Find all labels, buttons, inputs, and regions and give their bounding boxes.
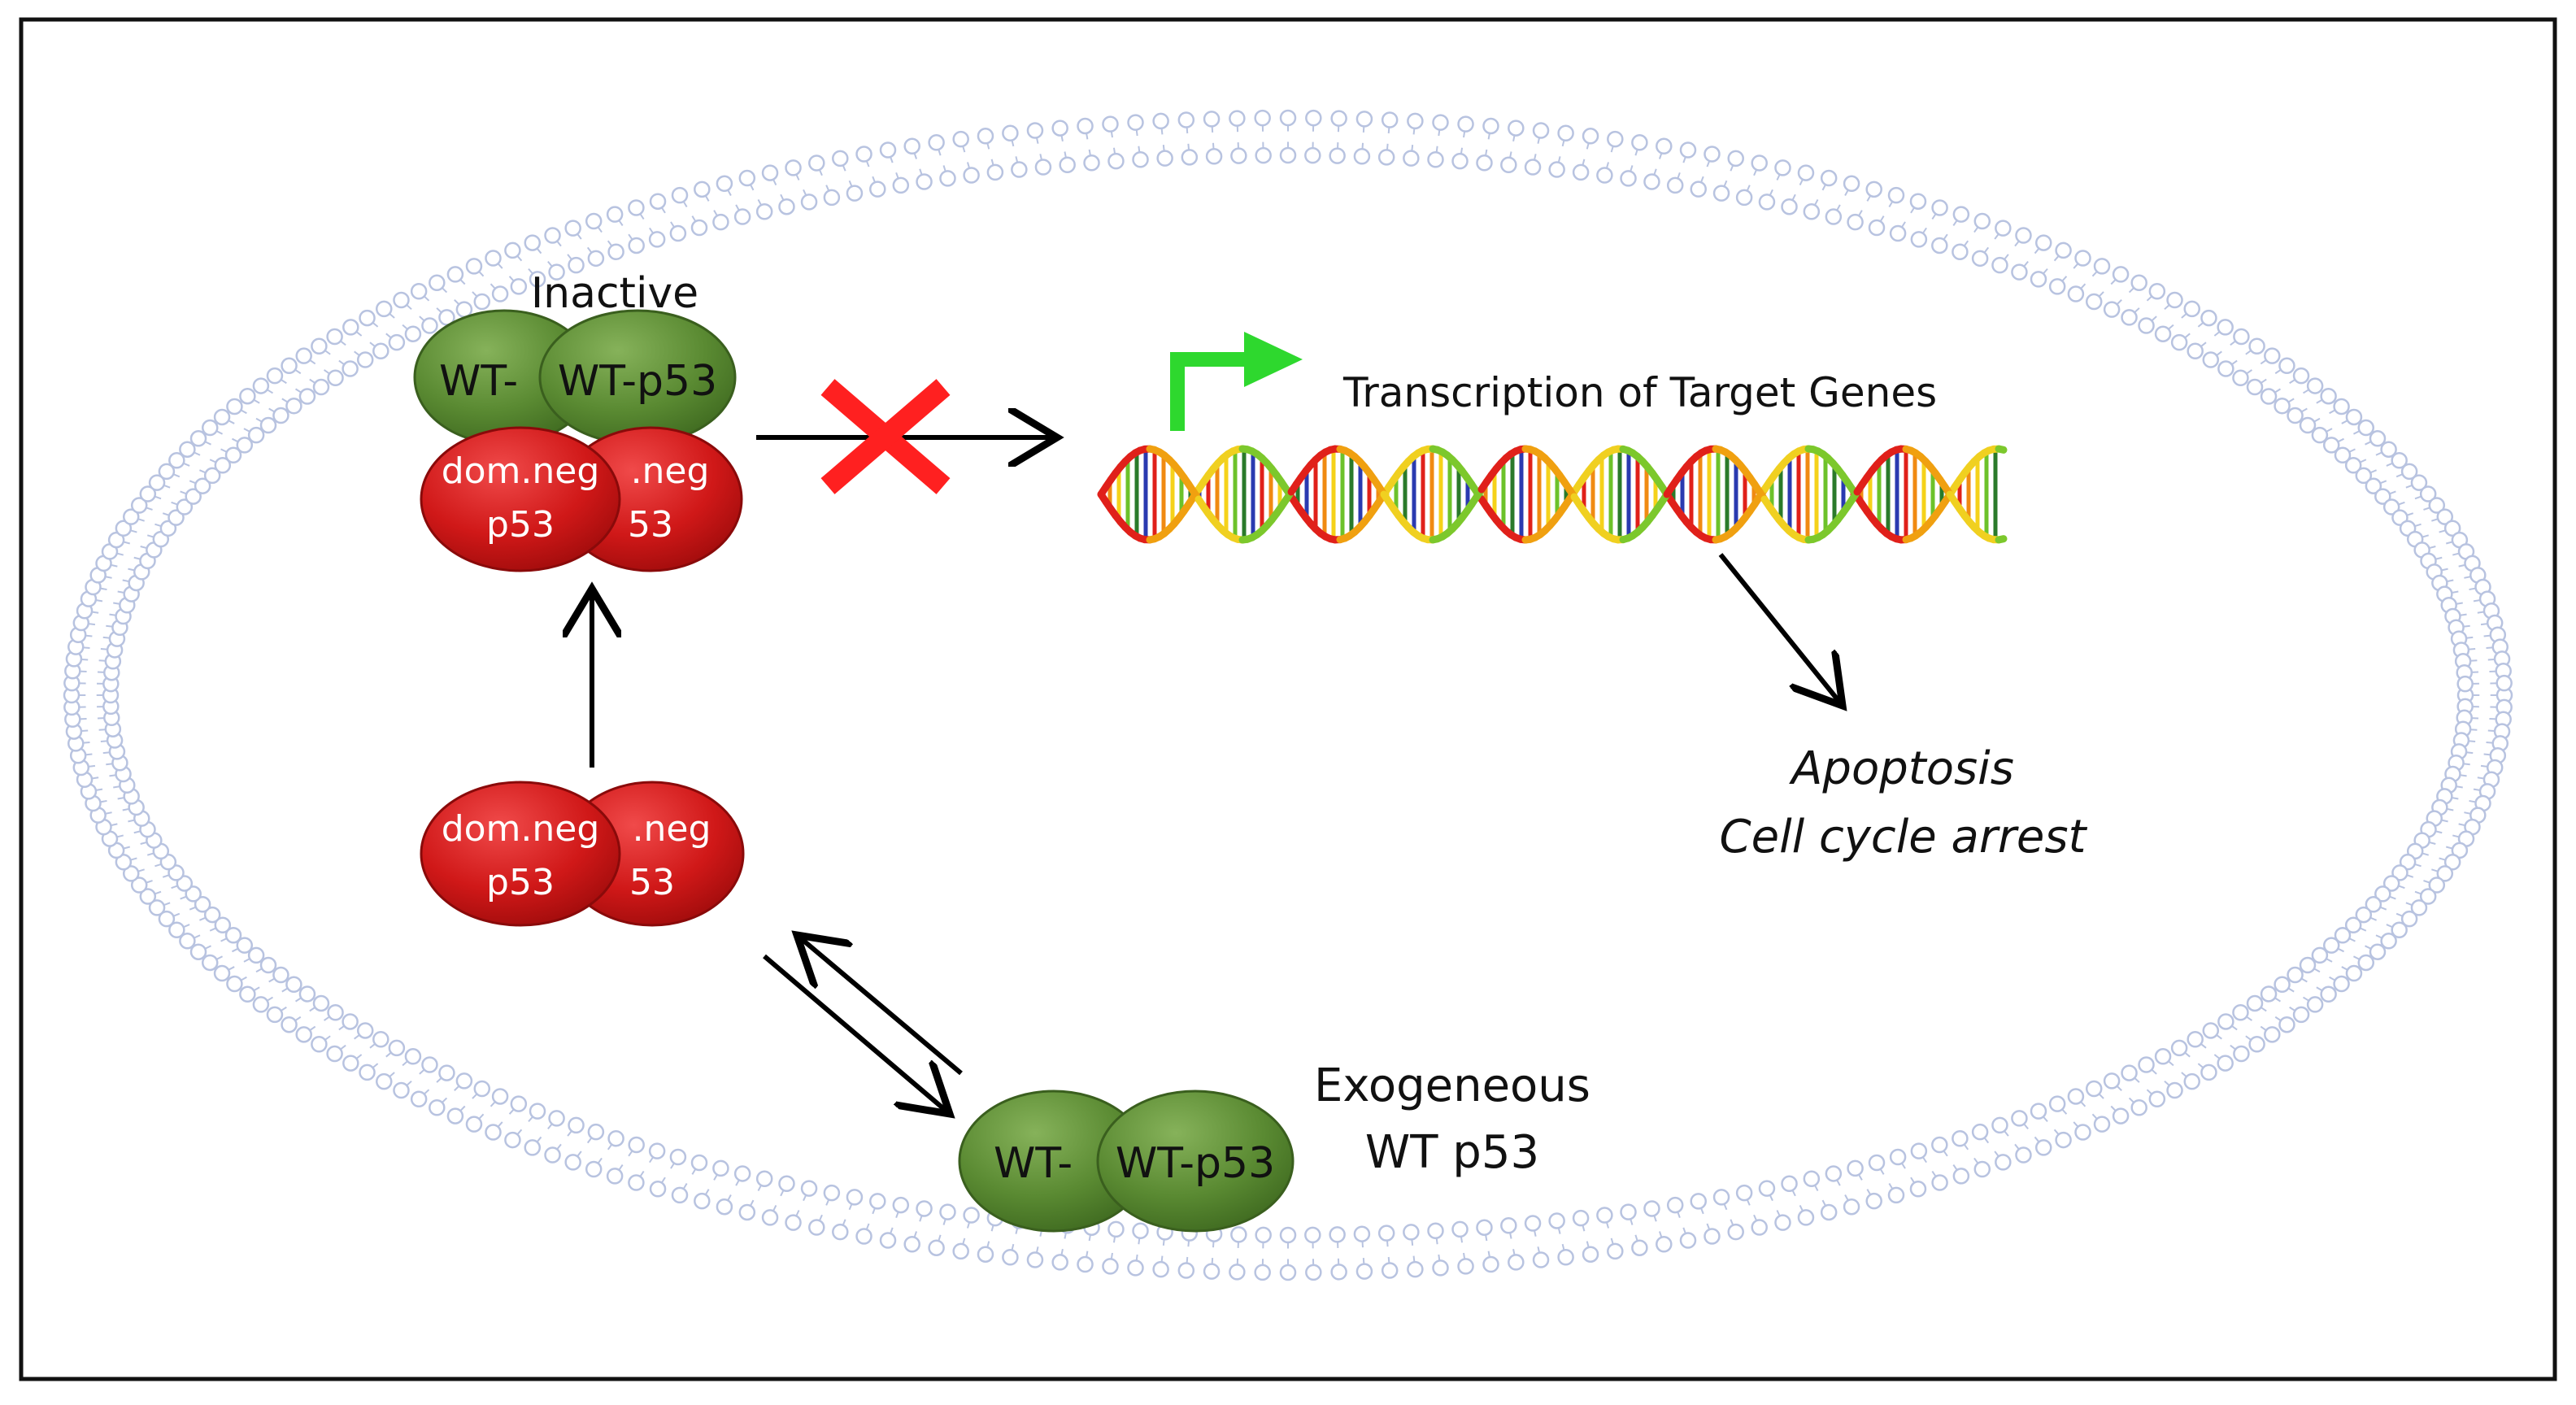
promoter-arrow-icon (1170, 332, 1303, 431)
free-domneg-p53-dimer: .neg 53 dom.neg p53 (420, 781, 745, 927)
exogeneous-label-line2: WT p53 (1365, 1126, 1539, 1179)
wt-p53-back-label: WT- (439, 357, 518, 406)
transcription-label: Transcription of Target Genes (1342, 369, 1937, 416)
exogeneous-wt-p53-dimer: WT- WT-p53 (958, 1090, 1295, 1233)
inactive-label: Inactive (531, 269, 698, 318)
cell-cycle-arrest-label: Cell cycle arrest (1720, 811, 2088, 863)
domneg-p53-front-ellipse (420, 426, 621, 572)
outcome-arrow (1718, 553, 1843, 706)
exogeneous-label-line1: Exogeneous (1314, 1059, 1590, 1112)
figure-frame (19, 17, 2557, 1381)
exo-wt-back-label: WT- (994, 1139, 1073, 1188)
domneg-p53-front-line2: p53 (486, 504, 555, 546)
domneg-p53-front-line1: dom.neg (442, 450, 600, 492)
wt-p53-front-label: WT-p53 (558, 357, 717, 406)
exo-wt-front-ellipse (1096, 1090, 1295, 1233)
free-domneg-front-line1: dom.neg (442, 808, 600, 850)
cell-membrane (63, 109, 2513, 1281)
free-domneg-front-ellipse (420, 781, 621, 927)
dna-helix (1097, 445, 2008, 544)
block-cross-icon (820, 379, 951, 494)
exo-wt-front-label: WT-p53 (1116, 1139, 1275, 1188)
free-domneg-back-line2: 53 (629, 862, 675, 903)
apoptosis-label: Apoptosis (1789, 742, 2014, 795)
free-domneg-front-line2: p53 (486, 862, 555, 903)
domneg-p53-back-line2: 53 (628, 504, 673, 546)
inactive-complex: WT- WT-p53 .neg 53 dom.neg p53 (413, 309, 743, 572)
equilibrium-arrows (763, 935, 963, 1114)
free-domneg-back-line1: .neg (633, 808, 711, 850)
domneg-p53-back-line1: .neg (631, 450, 710, 492)
